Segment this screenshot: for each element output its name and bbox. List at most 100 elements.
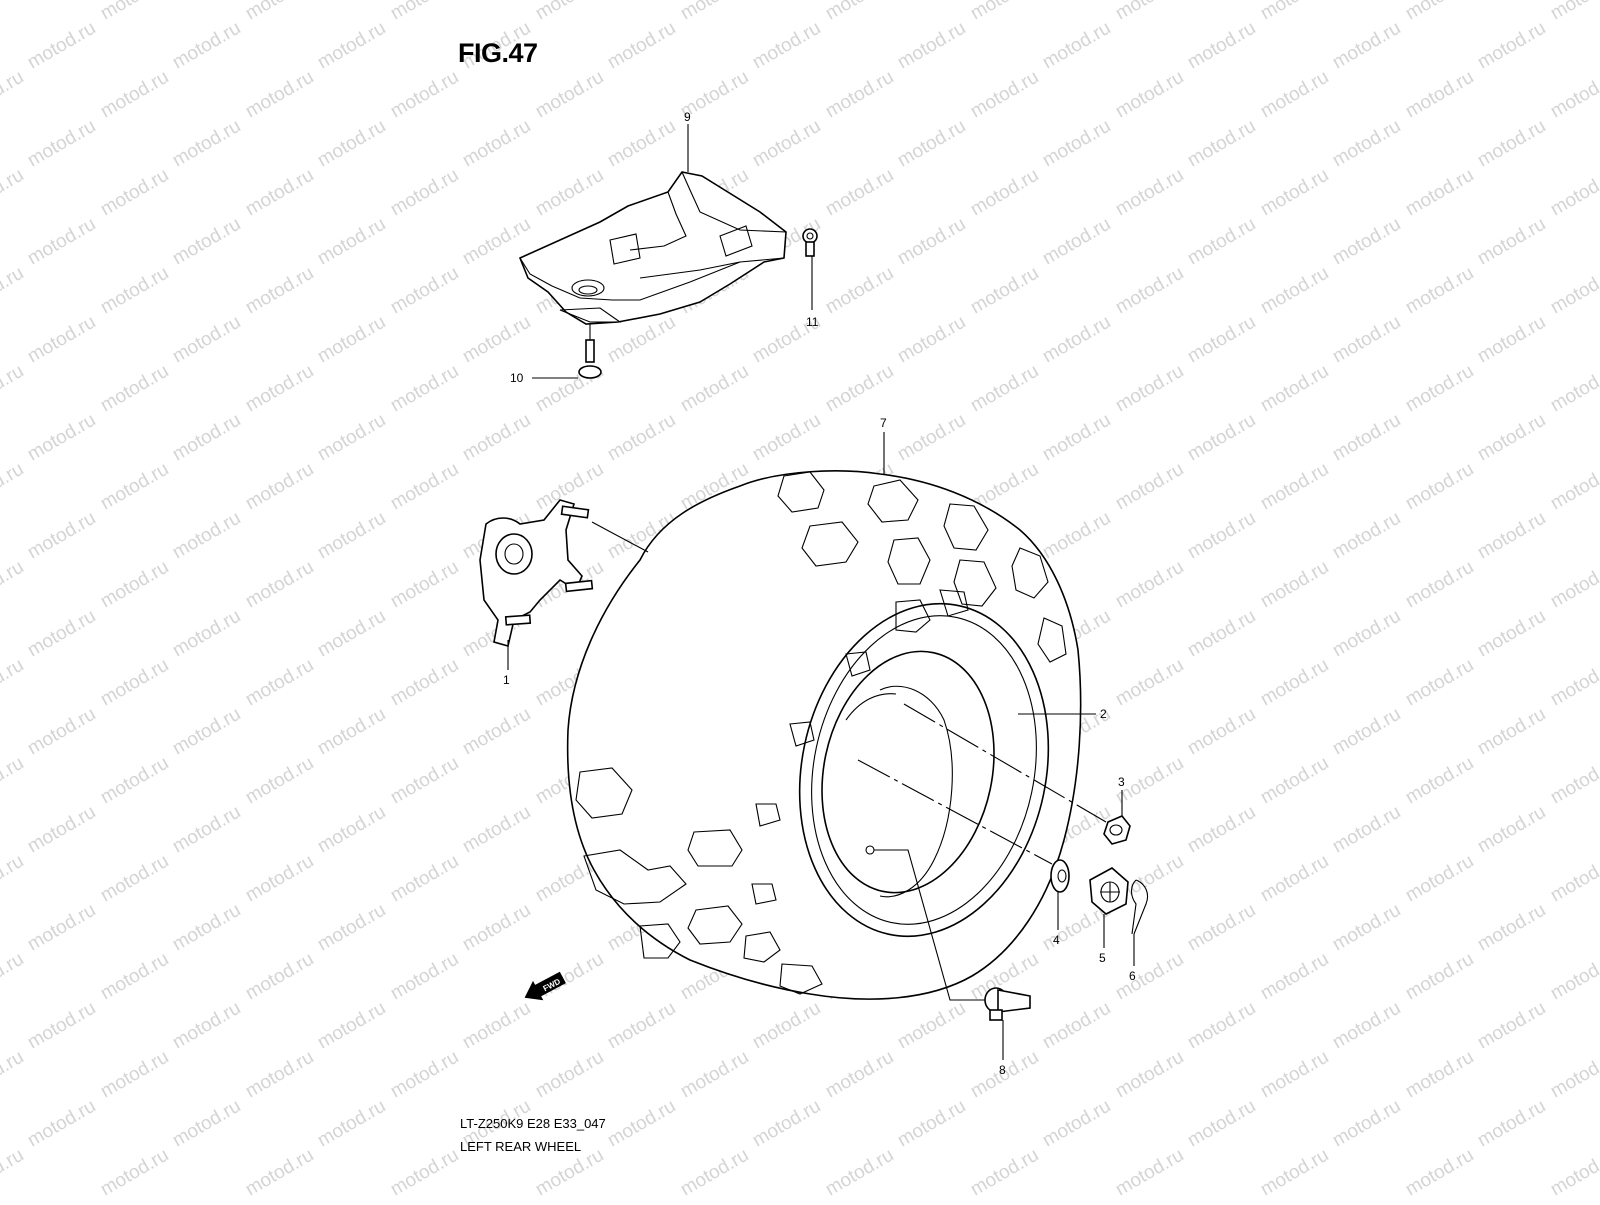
watermark-text: motod.ru [967,361,1042,417]
watermark-text: motod.ru [1112,165,1187,221]
model-code: LT-Z250K9 E28 E33_047 [460,1116,606,1131]
watermark-text: motod.ru [242,361,317,417]
watermark-text: motod.ru [1257,263,1332,319]
watermark-text: motod.ru [24,116,99,172]
watermark-text: motod.ru [387,1047,462,1103]
watermark-text: motod.ru [1547,1047,1600,1103]
watermark-text: motod.ru [0,851,27,907]
watermark-text: motod.ru [169,1096,244,1152]
watermark-text: motod.ru [1547,1145,1600,1200]
watermark-text: motod.ru [1112,1145,1187,1200]
watermark-text: motod.ru [169,18,244,74]
watermark-text: motod.ru [97,165,172,221]
watermark-text: motod.ru [1257,753,1332,809]
watermark-text: motod.ru [24,802,99,858]
watermark-text: motod.ru [1402,0,1477,24]
wheel-hub-icon [479,499,594,648]
watermark-text: motod.ru [1184,18,1259,74]
watermark-text: motod.ru [677,361,752,417]
watermark-text: motod.ru [604,410,679,466]
watermark-text: motod.ru [459,900,534,956]
watermark-text: motod.ru [387,165,462,221]
watermark-text: motod.ru [387,1145,462,1200]
watermark-text: motod.ru [677,1047,752,1103]
watermark-text: motod.ru [822,361,897,417]
watermark-text: motod.ru [459,802,534,858]
watermark-text: motod.ru [1547,263,1600,319]
watermark-text: motod.ru [1547,851,1600,907]
watermark-text: motod.ru [532,67,607,123]
watermark-text: motod.ru [894,410,969,466]
watermark-text: motod.ru [1474,214,1549,270]
watermark-text: motod.ru [242,0,317,24]
watermark-text: motod.ru [0,655,27,711]
watermark-text: motod.ru [1184,508,1259,564]
watermark-text: motod.ru [242,949,317,1005]
watermark-text: motod.ru [97,263,172,319]
watermark-text: motod.ru [1184,802,1259,858]
figure-title: FIG.47 [458,38,538,68]
watermark-text: motod.ru [1547,67,1600,123]
cotter-pin-icon [1130,879,1149,935]
watermark-text: motod.ru [1474,606,1549,662]
watermark-text: motod.ru [24,312,99,368]
washer-icon [1050,859,1070,893]
watermark-text: motod.ru [314,116,389,172]
watermark-text: motod.ru [822,67,897,123]
watermark-text: motod.ru [1184,606,1259,662]
watermark-text: motod.ru [387,361,462,417]
watermark-text: motod.ru [242,1145,317,1200]
watermark-text: motod.ru [169,410,244,466]
watermark-text: motod.ru [1329,508,1404,564]
watermark-text: motod.ru [677,1145,752,1200]
watermark-text: motod.ru [314,900,389,956]
watermark-text: motod.ru [314,606,389,662]
watermark-text: motod.ru [967,1145,1042,1200]
watermark-text: motod.ru [24,704,99,760]
watermark-text: motod.ru [169,802,244,858]
watermark-text: motod.ru [0,557,27,613]
callout-7: 7 [880,416,887,430]
watermark-text: motod.ru [1257,557,1332,613]
watermark-text: motod.ru [1402,1047,1477,1103]
watermark-text: motod.ru [1257,459,1332,515]
watermark-text: motod.ru [459,704,534,760]
watermark-text: motod.ru [387,0,462,24]
watermark-text: motod.ru [0,165,27,221]
watermark-text: motod.ru [1184,704,1259,760]
watermark-text: motod.ru [894,1096,969,1152]
watermark-text: motod.ru [749,116,824,172]
watermark-text: motod.ru [532,0,607,24]
watermark-text: motod.ru [0,361,27,417]
watermark-text: motod.ru [314,802,389,858]
watermark-text: motod.ru [1329,410,1404,466]
watermark-text: motod.ru [242,655,317,711]
watermark-text: motod.ru [97,655,172,711]
watermark-text: motod.ru [0,1145,27,1200]
watermark-text: motod.ru [822,263,897,319]
watermark-text: motod.ru [604,18,679,74]
callout-11: 11 [806,315,819,329]
watermark-text: motod.ru [1112,655,1187,711]
watermark-text: motod.ru [1329,900,1404,956]
watermark-text: motod.ru [1112,557,1187,613]
watermark-text: motod.ru [1474,900,1549,956]
watermark-text: motod.ru [1547,165,1600,221]
watermark-text: motod.ru [1257,655,1332,711]
watermark-text: motod.ru [894,116,969,172]
watermark-text: motod.ru [1257,851,1332,907]
watermark-text: motod.ru [97,1047,172,1103]
watermark-text: motod.ru [1257,949,1332,1005]
watermark-text: motod.ru [1474,312,1549,368]
watermark-text: motod.ru [1474,998,1549,1054]
watermark-text: motod.ru [459,116,534,172]
watermark-text: motod.ru [1257,1145,1332,1200]
watermark-text: motod.ru [1547,655,1600,711]
watermark-text: motod.ru [24,998,99,1054]
bolt-icon [802,228,818,257]
watermark-text: motod.ru [1112,263,1187,319]
watermark-text: motod.ru [387,557,462,613]
watermark-text: motod.ru [169,606,244,662]
watermark-text: motod.ru [242,67,317,123]
watermark-text: motod.ru [0,1047,27,1103]
